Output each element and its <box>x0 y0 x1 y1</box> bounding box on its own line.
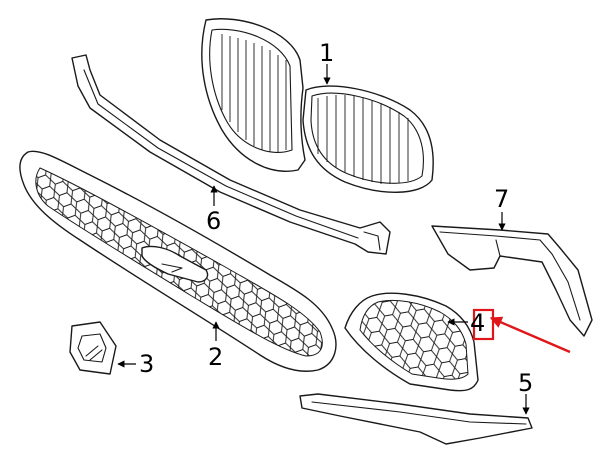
side-grille-part <box>344 292 479 392</box>
lower-grille-part <box>19 150 337 372</box>
callout-5: 5 <box>518 369 533 397</box>
highlight-arrow <box>489 316 571 354</box>
lower-trim-strip-part <box>299 393 533 445</box>
kidney-grille-part <box>201 18 434 193</box>
small-cover-part <box>69 321 117 375</box>
callout-4: 4 <box>470 309 485 337</box>
callout-7: 7 <box>494 185 509 213</box>
callout-6: 6 <box>206 207 221 235</box>
callout-3: 3 <box>139 350 154 378</box>
callout-2: 2 <box>208 343 223 371</box>
callout-1: 1 <box>319 39 334 67</box>
corner-trim-part <box>431 225 593 337</box>
upper-trim-strip-part <box>71 54 391 255</box>
